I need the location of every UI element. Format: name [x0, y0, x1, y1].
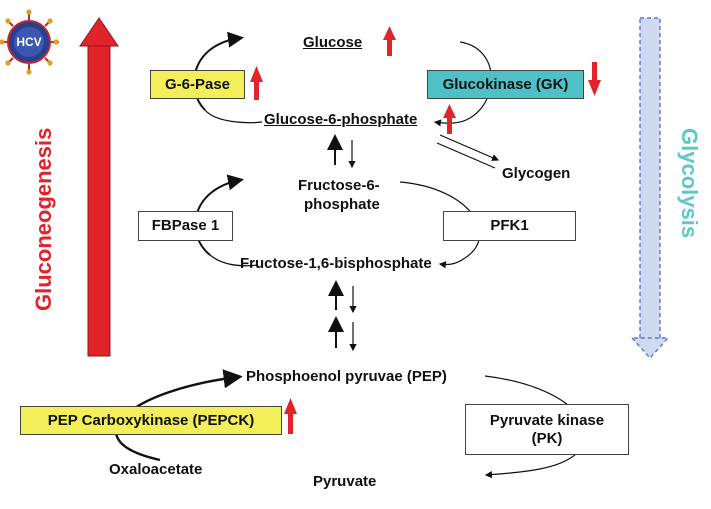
glucose-6-phosphate-label: Glucose-6-phosphate [264, 111, 418, 128]
pyruvate-label: Pyruvate [313, 473, 377, 490]
glycogen-label: Glycogen [502, 165, 571, 182]
pyruvate-kinase-box: Pyruvate kinase (PK) [465, 404, 629, 455]
pepck-up-arrow [284, 398, 297, 434]
g6pase-up-arrow [250, 66, 263, 100]
g6pase-box: G-6-Pase [150, 70, 245, 99]
glycolysis-arrow [630, 17, 670, 360]
pep-label: Phosphoenol pyruvae (PEP) [246, 368, 447, 385]
glucokinase-box: Glucokinase (GK) [427, 70, 584, 99]
pyruvate-kinase-line1: Pyruvate kinase [489, 411, 605, 429]
glucose-up-arrow [383, 26, 396, 56]
fructose-6-phosphate-line2: phosphate [304, 196, 380, 213]
fbpase1-box: FBPase 1 [138, 211, 233, 241]
hcv-logo-text: HCV [16, 35, 42, 49]
fructose-6-phosphate-line1: Fructose-6- [298, 177, 380, 194]
pepck-box: PEP Carboxykinase (PEPCK) [20, 406, 282, 435]
glycolysis-label: Glycolysis [677, 128, 702, 239]
hcv-virus-logo [0, 9, 59, 75]
pfk1-box: PFK1 [443, 211, 576, 241]
oxaloacetate-label: Oxaloacetate [109, 461, 203, 478]
g6p-up-arrow [443, 104, 456, 134]
pyruvate-kinase-line2: (PK) [531, 429, 563, 447]
gluconeogenesis-label: Gluconeogenesis [31, 127, 56, 311]
fructose-1-6-bisphosphate-label: Fructose-1,6-bisphosphate [240, 255, 432, 272]
gk-down-arrow [588, 62, 601, 96]
gluconeogenesis-arrow [79, 17, 119, 357]
glucose-label: Glucose [303, 34, 363, 51]
